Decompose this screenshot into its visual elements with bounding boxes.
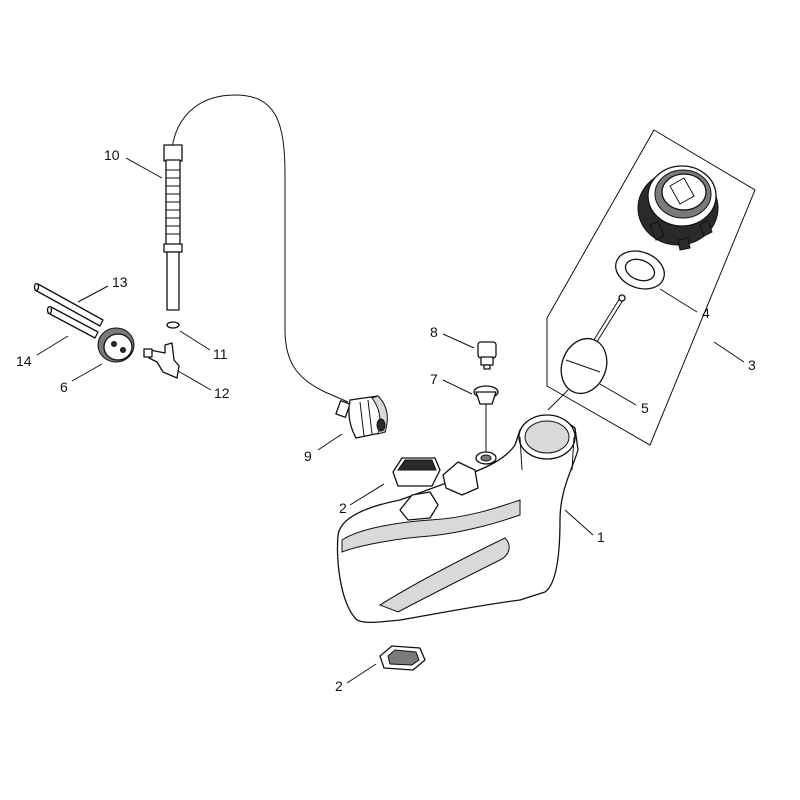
fuel-tank — [336, 414, 579, 624]
callout-6: 6 — [60, 379, 68, 395]
callout-13: 13 — [112, 274, 128, 290]
callout-10: 10 — [104, 147, 120, 163]
callout-7: 7 — [430, 371, 438, 387]
fuel-line-assembly — [163, 94, 349, 403]
gasket — [615, 250, 665, 290]
o-ring — [166, 321, 180, 329]
valve — [473, 341, 499, 452]
callout-14: 14 — [16, 353, 32, 369]
callout-11: 11 — [213, 346, 228, 362]
callout-3: 3 — [748, 357, 756, 373]
callout-1: 1 — [597, 529, 605, 545]
cushion-top — [392, 457, 441, 487]
callout-12: 12 — [214, 385, 230, 401]
callout-9: 9 — [304, 448, 312, 464]
elbow-fitting — [143, 342, 180, 379]
callout-labels: 10 13 14 6 11 12 9 8 7 2 2 1 4 5 3 — [16, 147, 756, 694]
callout-8: 8 — [430, 324, 438, 340]
pipes — [33, 282, 104, 339]
callout-2-bottom: 2 — [335, 678, 343, 694]
fuel-cap — [637, 165, 719, 251]
callout-4: 4 — [702, 305, 710, 321]
grommet — [97, 327, 135, 363]
callout-2-top: 2 — [339, 500, 347, 516]
leader-lines — [36, 157, 745, 684]
strainer — [547, 294, 626, 411]
callout-5: 5 — [641, 400, 649, 416]
fuel-filter — [335, 395, 388, 439]
cushion-bottom — [379, 645, 426, 671]
kit-outline — [546, 129, 756, 446]
